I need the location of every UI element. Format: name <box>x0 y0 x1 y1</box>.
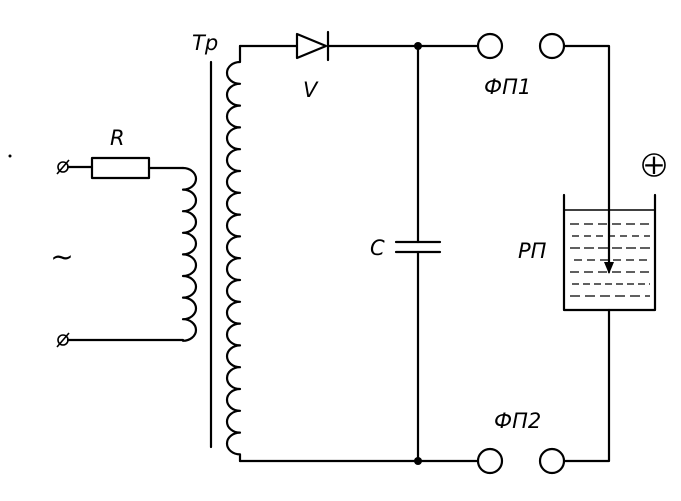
diode-label: V <box>303 78 319 102</box>
terminal-2-label: ФП2 <box>494 409 541 433</box>
terminal-pair-2 <box>476 447 566 475</box>
transformer-label: Tp <box>192 31 218 55</box>
capacitor-label: C <box>370 236 385 260</box>
ac-source-label: ~ <box>50 240 73 273</box>
polarity-icon <box>642 153 666 177</box>
diode <box>295 30 330 62</box>
stray-dot <box>8 154 12 158</box>
primary-winding <box>181 166 198 342</box>
capacitor <box>394 240 442 254</box>
terminal-1-label: ФП1 <box>484 75 531 99</box>
primary-circuit <box>56 156 198 348</box>
terminal-pair-1 <box>476 32 566 60</box>
resistor <box>90 156 151 180</box>
polarity-label: + <box>642 148 665 181</box>
resistor-label: R <box>110 126 125 150</box>
electrolytic-bath <box>562 193 657 312</box>
bath-label: РП <box>518 239 547 263</box>
secondary-winding <box>225 44 242 463</box>
